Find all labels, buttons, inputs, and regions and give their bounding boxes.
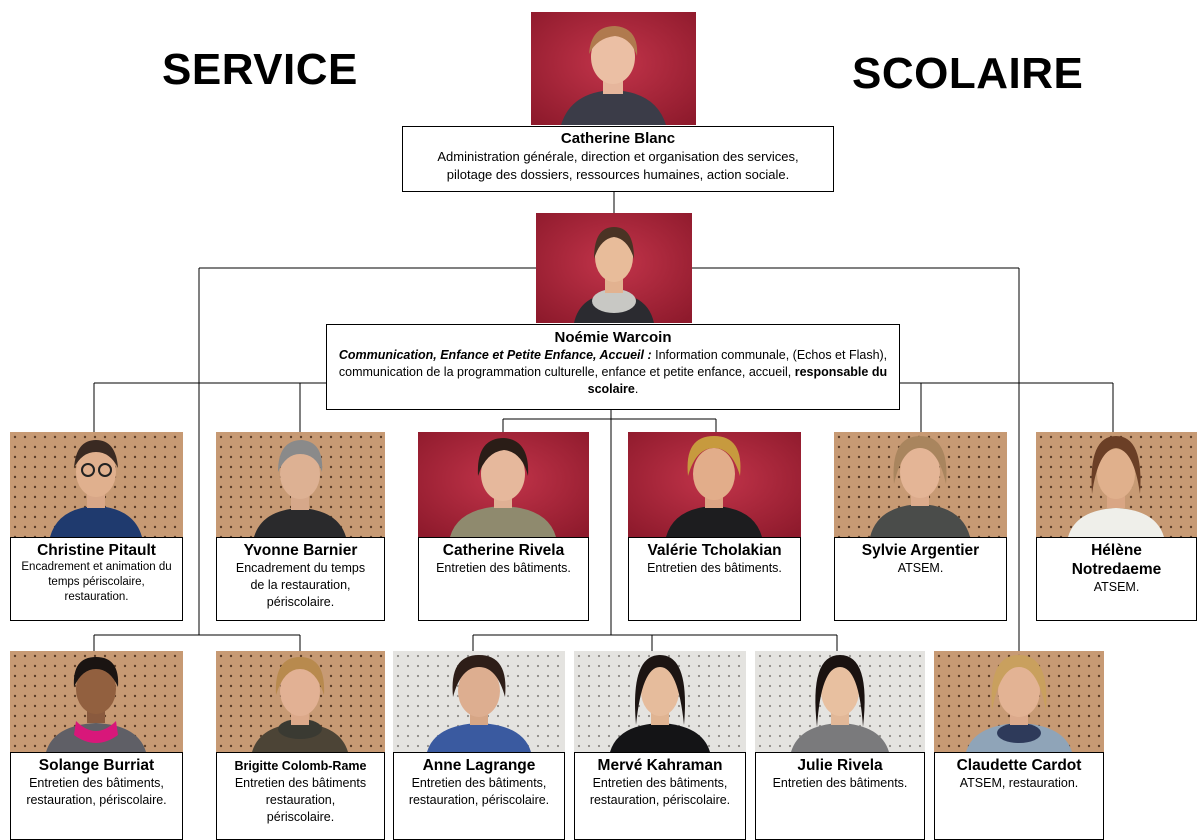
person-name: Christine Pitault bbox=[37, 542, 156, 559]
person-name: Noémie Warcoin bbox=[554, 329, 672, 346]
person-role: Entretien des bâtiments. bbox=[436, 561, 571, 575]
person-role: Entretien des bâtiments, restauration, p… bbox=[589, 776, 731, 807]
photo-catherine-blanc bbox=[531, 12, 696, 125]
person-role: Encadrement et animation du temps périsc… bbox=[21, 561, 172, 603]
person-role: Entretien des bâtiments, restauration, p… bbox=[408, 776, 550, 807]
card-brigitte-colomb-rame: Brigitte Colomb-Rame Entretien des bâtim… bbox=[216, 752, 385, 840]
card-sylvie-argentier: Sylvie Argentier ATSEM. bbox=[834, 537, 1007, 621]
person-name: Solange Burriat bbox=[38, 757, 155, 774]
card-yvonne-barnier: Yvonne Barnier Encadrement du temps de l… bbox=[216, 537, 385, 621]
photo-julie-rivela bbox=[755, 651, 925, 752]
person-name: Valérie Tcholakian bbox=[647, 542, 782, 559]
photo-claudette-cardot bbox=[934, 651, 1104, 752]
person-name: Brigitte Colomb-Rame bbox=[234, 759, 367, 773]
role-text: Information communale, (Echos et Flash),… bbox=[338, 348, 888, 379]
page-title-service: SERVICE bbox=[162, 45, 358, 94]
card-catherine-rivela: Catherine Rivela Entretien des bâtiments… bbox=[418, 537, 589, 621]
role-end: . bbox=[634, 382, 639, 396]
photo-noemie-warcoin bbox=[536, 213, 692, 323]
card-merve-kahraman: Mervé Kahraman Entretien des bâtiments, … bbox=[574, 752, 746, 840]
person-role: ATSEM. bbox=[1093, 580, 1140, 594]
person-name: Anne Lagrange bbox=[422, 757, 536, 774]
page-title-scolaire: SCOLAIRE bbox=[852, 49, 1084, 98]
photo-christine-pitault bbox=[10, 432, 183, 537]
photo-brigitte-colomb-rame bbox=[216, 651, 385, 752]
person-name: Sylvie Argentier bbox=[861, 542, 980, 559]
person-name: Julie Rivela bbox=[797, 757, 883, 774]
photo-catherine-rivela bbox=[418, 432, 589, 537]
card-solange-burriat: Solange Burriat Entretien des bâtiments,… bbox=[10, 752, 183, 840]
card-noemie-warcoin: Noémie Warcoin Communication, Enfance et… bbox=[326, 324, 900, 410]
person-role: Communication, Enfance et Petite Enfance… bbox=[330, 347, 896, 398]
person-name: Hélène Notredaeme bbox=[1071, 542, 1162, 578]
role-bold: responsable du scolaire bbox=[587, 365, 888, 396]
card-julie-rivela: Julie Rivela Entretien des bâtiments. bbox=[755, 752, 925, 840]
person-role: Administration générale, direction et or… bbox=[437, 149, 799, 164]
card-helene-notredaeme: Hélène Notredaeme ATSEM. bbox=[1036, 537, 1197, 621]
person-name: Yvonne Barnier bbox=[243, 542, 358, 559]
person-name: Claudette Cardot bbox=[956, 757, 1082, 774]
person-name: Catherine Rivela bbox=[442, 542, 565, 559]
person-role: Entretien des bâtiments, restauration, p… bbox=[26, 776, 167, 807]
person-role: Entretien des bâtiments restauration, pé… bbox=[234, 776, 367, 824]
photo-valerie-tcholakian bbox=[628, 432, 801, 537]
card-catherine-blanc: Catherine Blanc Administration générale,… bbox=[402, 126, 834, 192]
card-valerie-tcholakian: Valérie Tcholakian Entretien des bâtimen… bbox=[628, 537, 801, 621]
person-role: Encadrement du temps de la restauration,… bbox=[235, 561, 366, 609]
card-claudette-cardot: Claudette Cardot ATSEM, restauration. bbox=[934, 752, 1104, 840]
role-lead: Communication, Enfance et Petite Enfance… bbox=[338, 348, 652, 362]
person-role: pilotage des dossiers, ressources humain… bbox=[446, 167, 790, 182]
photo-merve-kahraman bbox=[574, 651, 746, 752]
person-role: ATSEM. bbox=[897, 561, 944, 575]
photo-sylvie-argentier bbox=[834, 432, 1007, 537]
photo-yvonne-barnier bbox=[216, 432, 385, 537]
photo-helene-notredaeme bbox=[1036, 432, 1197, 537]
card-anne-lagrange: Anne Lagrange Entretien des bâtiments, r… bbox=[393, 752, 565, 840]
photo-anne-lagrange bbox=[393, 651, 565, 752]
person-name: Mervé Kahraman bbox=[597, 757, 723, 774]
person-role: Entretien des bâtiments. bbox=[772, 776, 908, 790]
person-role: ATSEM, restauration. bbox=[959, 776, 1079, 790]
photo-solange-burriat bbox=[10, 651, 183, 752]
card-christine-pitault: Christine Pitault Encadrement et animati… bbox=[10, 537, 183, 621]
person-role: Entretien des bâtiments. bbox=[647, 561, 782, 575]
person-name: Catherine Blanc bbox=[560, 130, 676, 147]
